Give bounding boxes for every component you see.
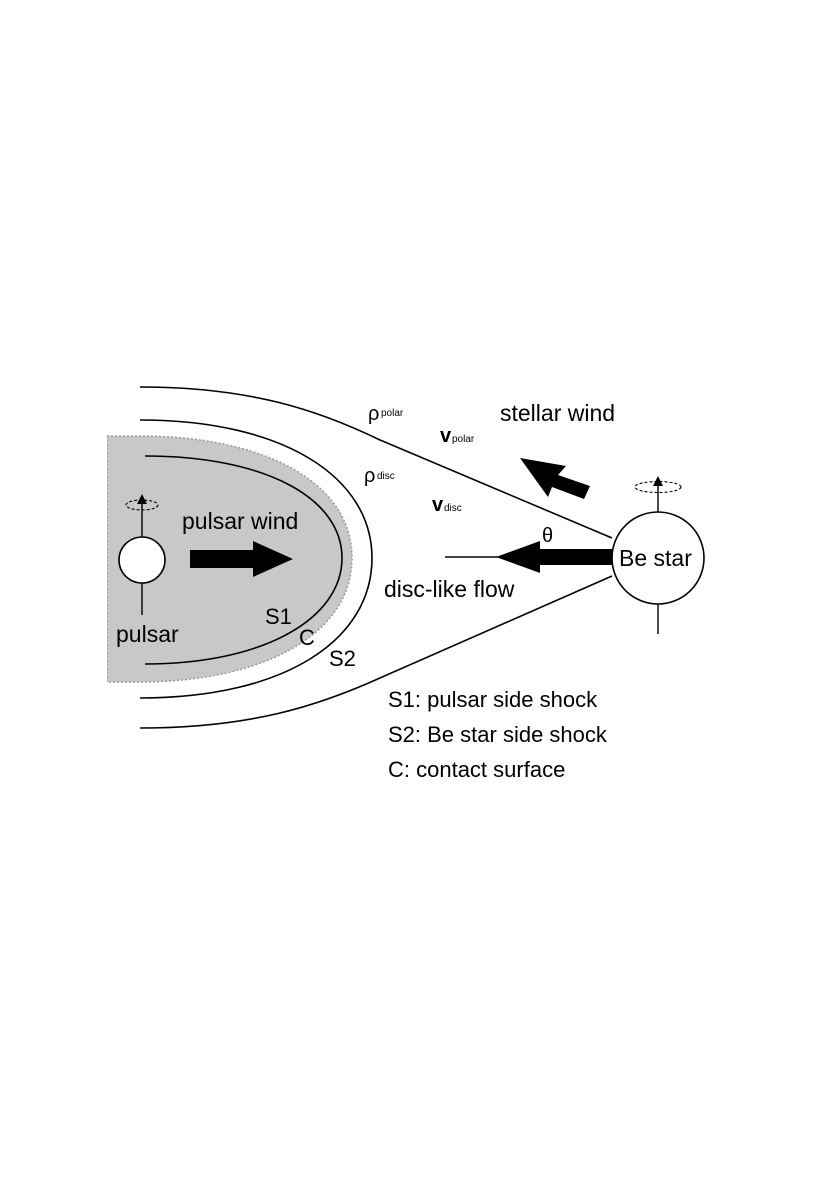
c-label: C (299, 625, 315, 650)
legend: S1: pulsar side shock S2: Be star side s… (388, 687, 608, 782)
shock-s1-curve (144, 455, 343, 665)
pulsar-wind-arrow-icon (190, 541, 293, 577)
pulsar-spin-axis-arrow-icon (137, 494, 147, 504)
v-disc-letter: v (432, 494, 444, 516)
be-star-spin-axis-arrow-icon (653, 476, 663, 486)
stellar-wind-arrow-icon (520, 458, 590, 499)
pulsar-object (118, 494, 166, 615)
v-polar-letter: v (440, 425, 452, 447)
theta-label: θ (542, 525, 553, 547)
be-star-label: Be star (619, 545, 692, 571)
rho-polar-letter: ρ (368, 403, 379, 425)
disc-flow-label: disc-like flow (384, 576, 515, 602)
v-disc-symbol: v disc (432, 494, 462, 516)
be-star-spin-icon (634, 480, 682, 494)
shock-s2-curve (139, 419, 373, 699)
v-polar-symbol: v polar (440, 425, 475, 447)
pulsar-circle (118, 536, 166, 584)
rho-polar-subscript: polar (381, 408, 404, 419)
s1-label: S1 (265, 604, 292, 629)
stellar-wind-label: stellar wind (500, 400, 615, 426)
legend-item-c: C: contact surface (388, 757, 565, 782)
v-polar-subscript: polar (452, 434, 475, 445)
rho-polar-symbol: ρ polar (368, 403, 404, 425)
outer-boundary-curve (139, 386, 613, 729)
legend-item-s1: S1: pulsar side shock (388, 687, 598, 712)
rho-disc-subscript: disc (377, 471, 395, 482)
legend-item-s2: S2: Be star side shock (388, 722, 608, 747)
s2-label: S2 (329, 646, 356, 671)
pulsar-wind-label: pulsar wind (182, 508, 298, 534)
pulsar-label: pulsar (116, 621, 179, 647)
rho-disc-letter: ρ (364, 465, 375, 487)
rho-disc-symbol: ρ disc (364, 465, 395, 487)
v-disc-subscript: disc (444, 503, 462, 514)
disc-flow-arrow-icon (445, 541, 612, 573)
